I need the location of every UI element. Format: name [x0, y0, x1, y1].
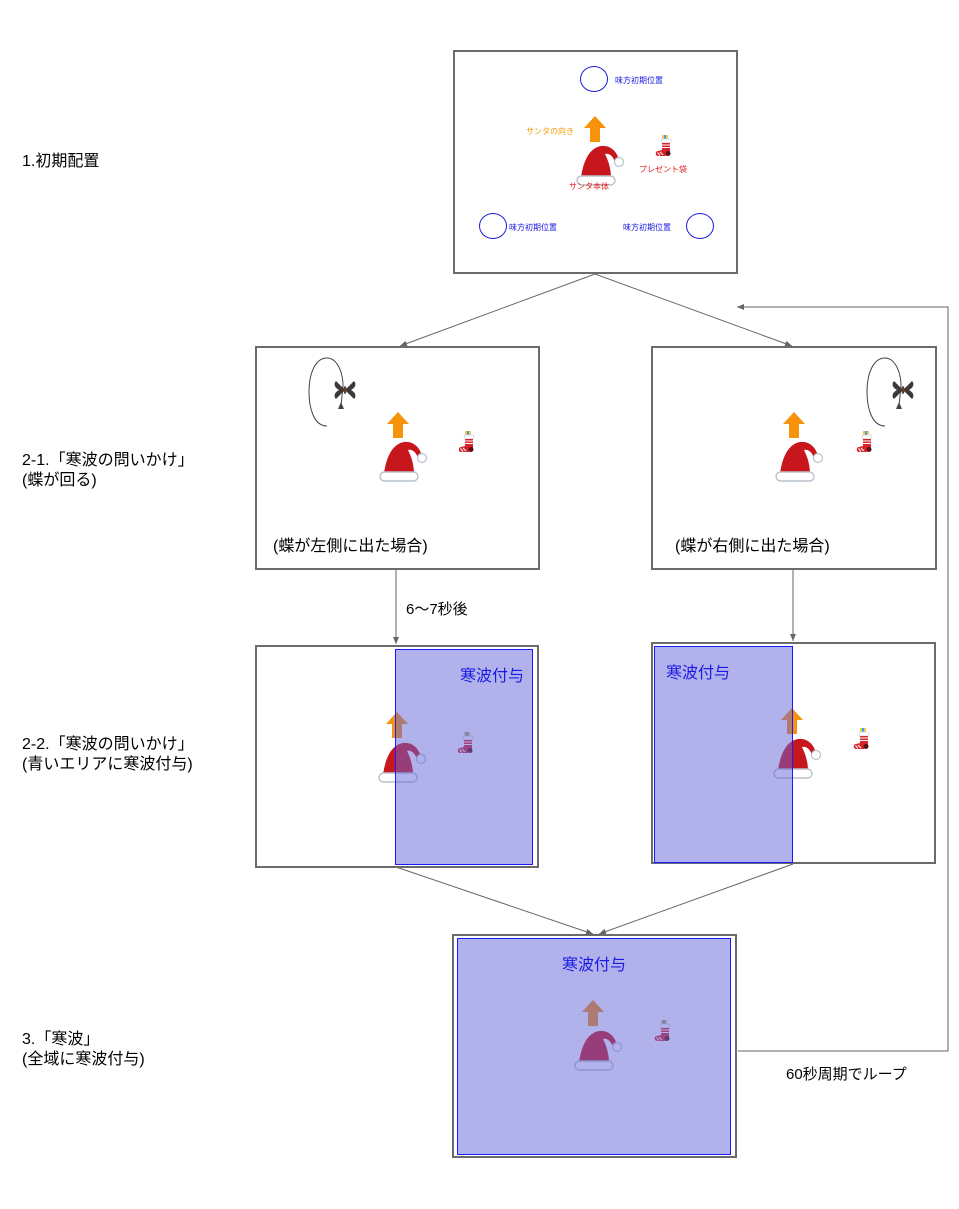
santa-direction-label: サンタの向き — [526, 127, 574, 136]
connector-2-2-left-to-3 — [395, 866, 594, 935]
ally-position-left-circle — [479, 213, 507, 239]
ally-position-top-circle — [580, 66, 608, 92]
stocking-icon — [655, 134, 672, 157]
santa-hat-icon — [775, 441, 824, 482]
rotation-arrow-icon — [866, 357, 902, 427]
cold-wave-area: 寒波付与 — [654, 646, 793, 863]
arrow-up-icon — [783, 412, 805, 438]
step-2-1-subtitle: (蝶が回る) — [22, 472, 97, 489]
cold-wave-area: 寒波付与 — [457, 938, 731, 1155]
ally-position-left-label: 味方初期位置 — [509, 223, 557, 232]
rotation-arrow-icon — [308, 357, 344, 427]
cold-wave-label: 寒波付与 — [459, 668, 524, 685]
present-bag-label: プレゼント袋 — [639, 165, 687, 174]
step-1-title: 1.初期配置 — [22, 153, 100, 170]
stocking-icon — [458, 430, 475, 453]
step-2-1-title: 2-1.「寒波の問いかけ」 — [22, 452, 194, 469]
panel-butterfly-left: (蝶が左側に出た場合) — [255, 346, 540, 570]
step-3-label: 3.「寒波」 (全域に寒波付与) — [22, 1030, 145, 1070]
transition-time-label: 6〜7秒後 — [406, 601, 468, 618]
butterfly-icon — [334, 381, 356, 399]
connector-1-to-2-1-left — [399, 273, 596, 347]
panel-initial-layout: 味方初期位置 味方初期位置 味方初期位置 サンタの向き サンタ本体 プレゼント袋 — [453, 50, 738, 274]
loop-period-label: 60秒周期でループ — [786, 1066, 907, 1083]
panel-cold-area-right-half: 寒波付与 — [255, 645, 539, 868]
arrow-up-icon — [387, 412, 409, 438]
cold-wave-label: 寒波付与 — [666, 665, 731, 682]
step-1-label: 1.初期配置 — [22, 152, 99, 172]
santa-body-label: サンタ本体 — [569, 182, 609, 191]
stocking-icon — [853, 727, 870, 750]
ally-position-right-circle — [686, 213, 714, 239]
panel-butterfly-right: (蝶が右側に出た場合) — [651, 346, 937, 570]
butterfly-icon — [892, 381, 914, 399]
santa-hat-icon — [576, 145, 625, 186]
cold-wave-label: 寒波付与 — [561, 957, 626, 974]
panel-cold-wave-all: 寒波付与 — [452, 934, 737, 1158]
butterfly-right-case-label: (蝶が右側に出た場合) — [675, 538, 830, 555]
step-2-2-label: 2-2.「寒波の問いかけ」 (青いエリアに寒波付与) — [22, 735, 194, 775]
connector-1-to-2-1-right — [594, 273, 793, 347]
step-2-2-title: 2-2.「寒波の問いかけ」 — [22, 736, 194, 753]
stocking-icon — [856, 430, 873, 453]
step-3-subtitle: (全域に寒波付与) — [22, 1051, 145, 1068]
ally-position-right-label: 味方初期位置 — [623, 223, 671, 232]
step-2-2-subtitle: (青いエリアに寒波付与) — [22, 756, 193, 773]
santa-hat-icon — [379, 441, 428, 482]
cold-wave-area: 寒波付与 — [395, 649, 533, 865]
arrow-up-icon — [584, 116, 606, 142]
connector-2-2-right-to-3 — [598, 863, 794, 935]
panel-cold-area-left-half: 寒波付与 — [651, 642, 936, 864]
step-3-title: 3.「寒波」 — [22, 1031, 100, 1048]
butterfly-left-case-label: (蝶が左側に出た場合) — [273, 538, 428, 555]
ally-position-top-label: 味方初期位置 — [615, 76, 663, 85]
step-2-1-label: 2-1.「寒波の問いかけ」 (蝶が回る) — [22, 451, 194, 491]
